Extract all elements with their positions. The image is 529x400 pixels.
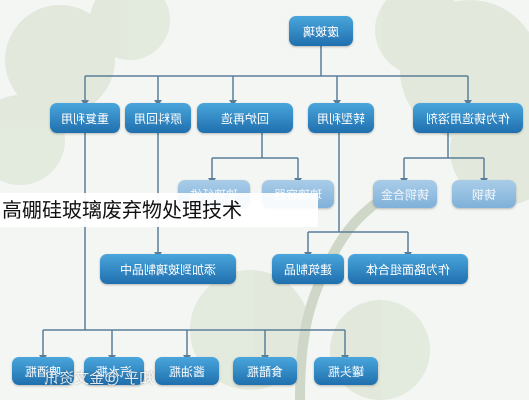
node-raw-material-reuse: 原料回用 <box>125 103 191 133</box>
watermark: 知乎 @金文资讯 <box>44 369 154 387</box>
node-can-jar: 罐头瓶 <box>314 357 378 385</box>
node-transform-use: 转型利用 <box>308 103 374 133</box>
node-cast-steel: 铸钢 <box>452 180 516 208</box>
node-add-to-glass-products: 添加到玻璃制品中 <box>100 254 236 284</box>
node-remelt: 回炉再造 <box>197 103 293 133</box>
node-root: 废玻璃 <box>289 16 353 46</box>
node-road-aggregate: 作为路面组合体 <box>348 254 468 284</box>
caption-title: 高硼硅玻璃废弃物处理技术 <box>0 193 318 227</box>
node-soy-sauce-bottle: 酱油瓶 <box>155 357 219 385</box>
node-repeated-use: 重复利用 <box>50 103 120 133</box>
node-cast-copper-alloy: 铸铜合金 <box>373 180 437 208</box>
node-casting-flux: 作为铸造用溶剂 <box>413 103 523 133</box>
node-vinegar-bottle: 食醋瓶 <box>233 357 297 385</box>
node-building-products: 建筑制品 <box>272 254 344 284</box>
